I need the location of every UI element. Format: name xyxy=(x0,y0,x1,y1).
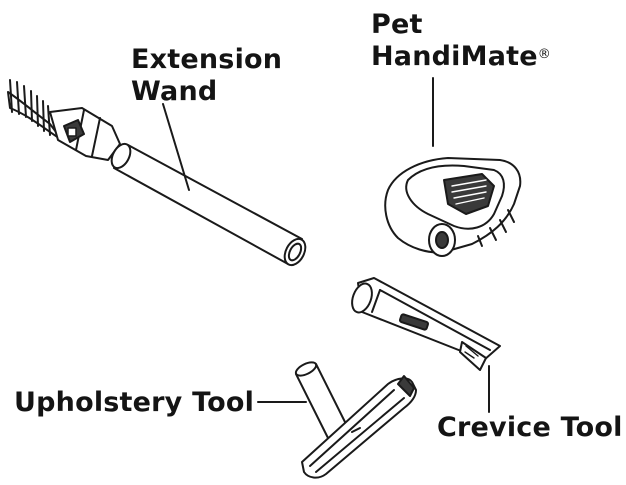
pet-handimate-label: Pet xyxy=(371,9,423,40)
crevice-tool-illustration xyxy=(351,277,501,371)
pet-handimate-name: HandiMate xyxy=(371,41,538,72)
pet-handimate-label-line2: HandiMate® xyxy=(371,42,551,72)
leader-extension-wand xyxy=(162,103,190,191)
extension-wand-illustration xyxy=(110,142,307,267)
extension-wand-label-line2: Wand xyxy=(131,76,218,107)
pet-handimate-illustration xyxy=(384,157,522,257)
upholstery-tool-label: Upholstery Tool xyxy=(14,387,255,418)
leader-lines xyxy=(162,77,490,413)
crevice-tool-label: Crevice Tool xyxy=(437,412,623,443)
registered-trademark-mark: ® xyxy=(537,47,551,62)
hose-illustration xyxy=(7,79,121,161)
extension-wand-label: Extension xyxy=(131,44,283,75)
upholstery-tool-illustration xyxy=(294,361,417,479)
